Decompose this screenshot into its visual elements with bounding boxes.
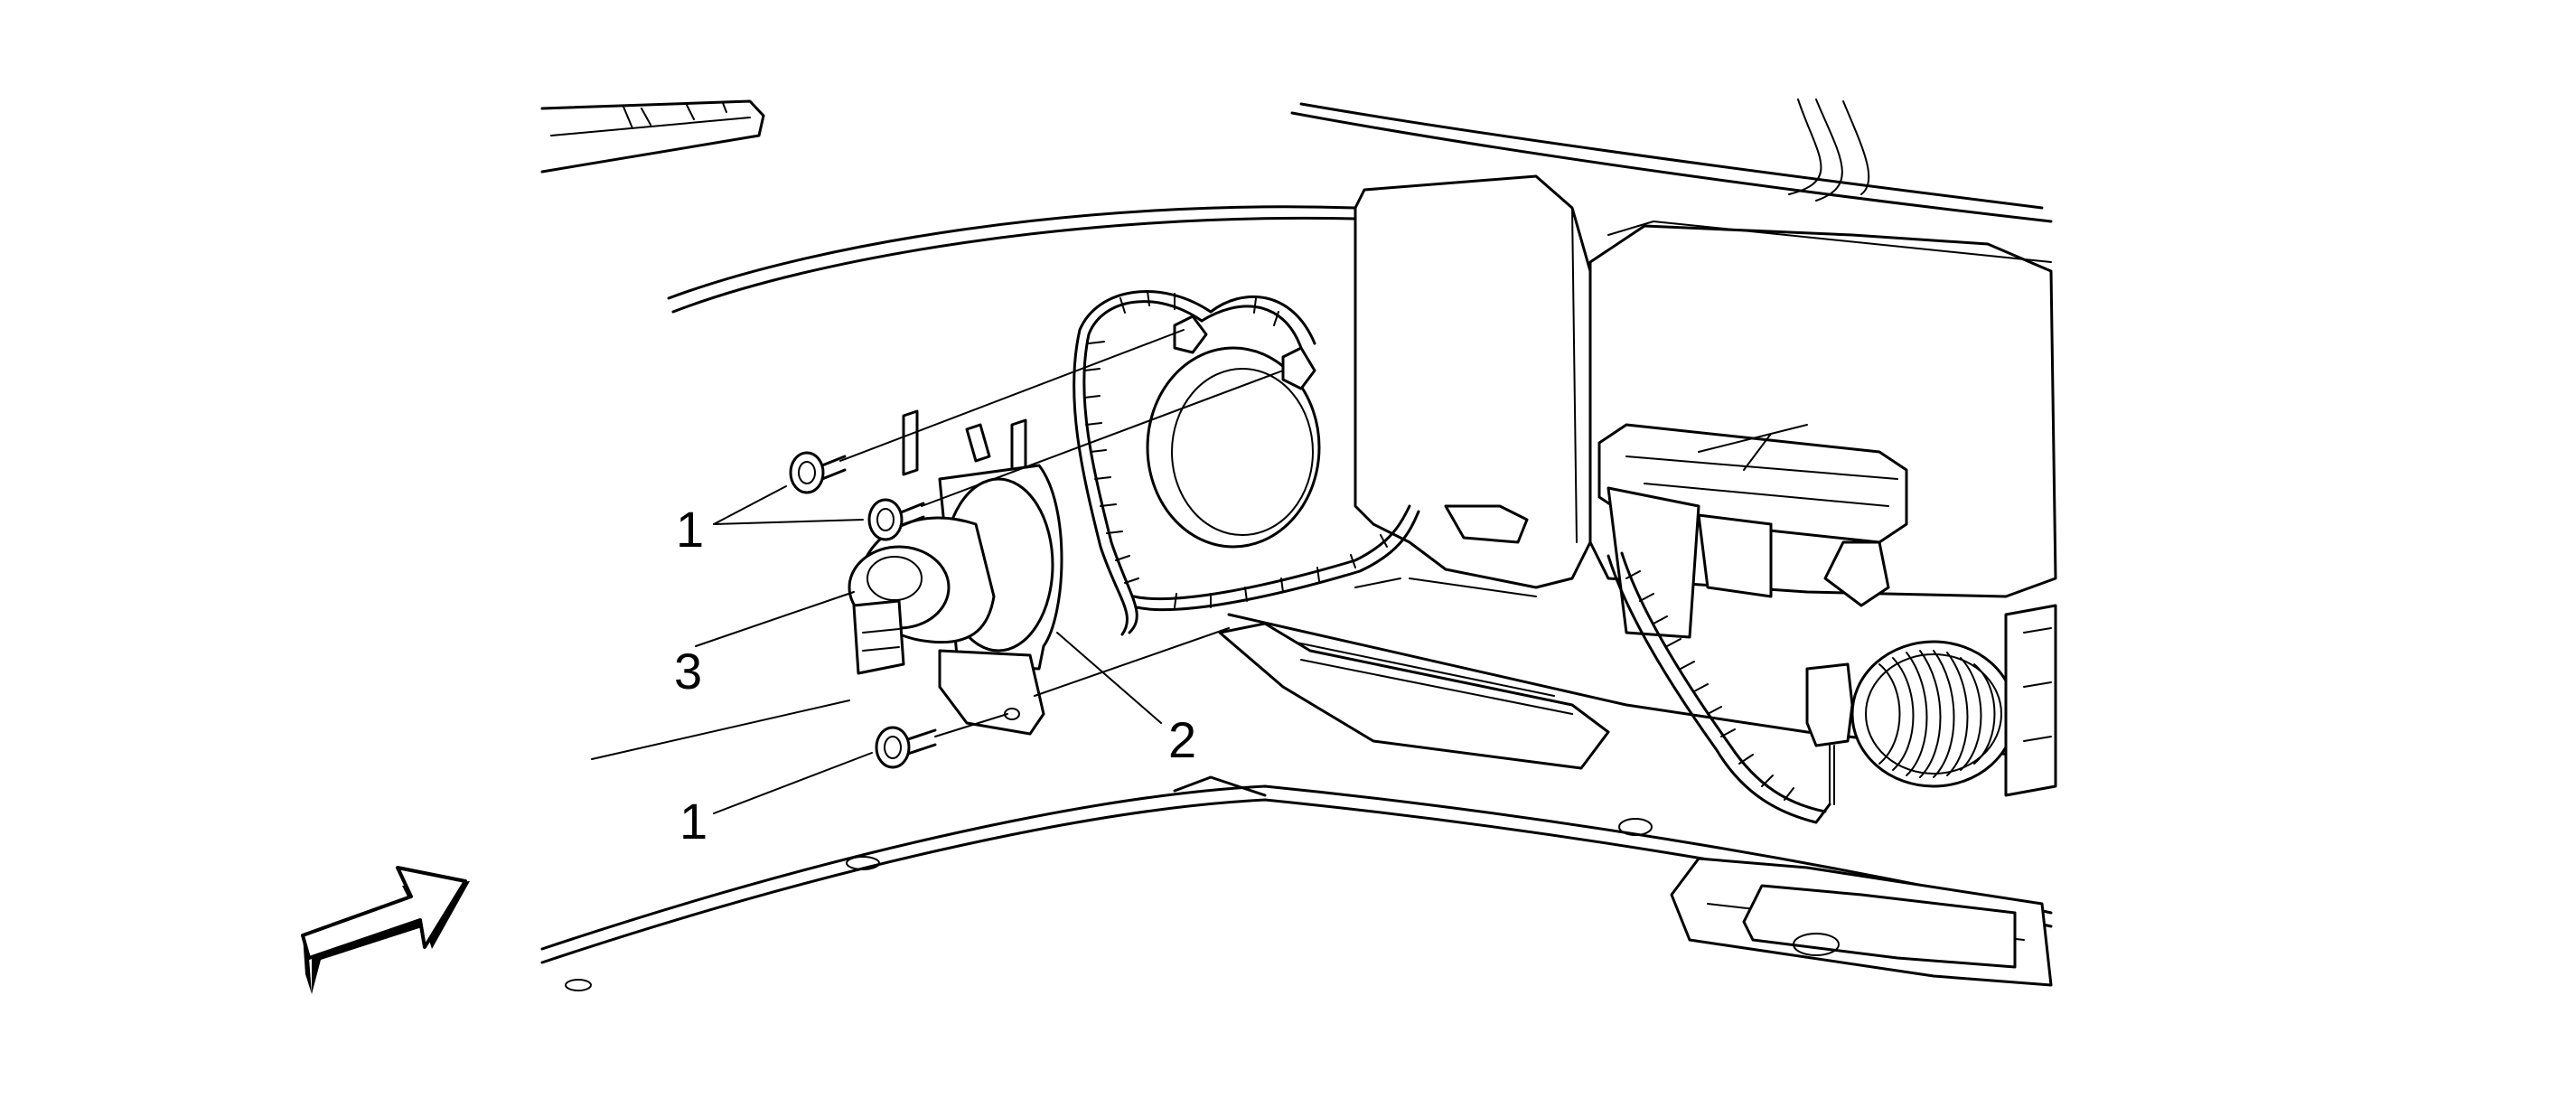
callout-3: 3	[674, 643, 702, 700]
leader-lines	[695, 485, 1162, 814]
lower-splash-shield	[540, 577, 2053, 991]
bolt-upper-right	[867, 498, 925, 541]
harness-connector	[1606, 551, 1854, 824]
callout-2: 2	[1168, 711, 1196, 768]
alignment-lines	[591, 329, 1284, 760]
bolt-lower	[875, 726, 937, 769]
callout-1-upper: 1	[676, 501, 704, 558]
fog-lamp-assembly	[1850, 604, 2057, 797]
callout-1-lower: 1	[679, 793, 707, 850]
horn-mounting-bracket	[1073, 290, 1420, 636]
radiator-support-housing	[1354, 174, 2057, 639]
horn	[848, 409, 1063, 736]
bumper-fascia	[540, 99, 2053, 314]
view-direction-arrow-icon	[301, 866, 470, 994]
bolt-upper-left	[789, 451, 847, 494]
